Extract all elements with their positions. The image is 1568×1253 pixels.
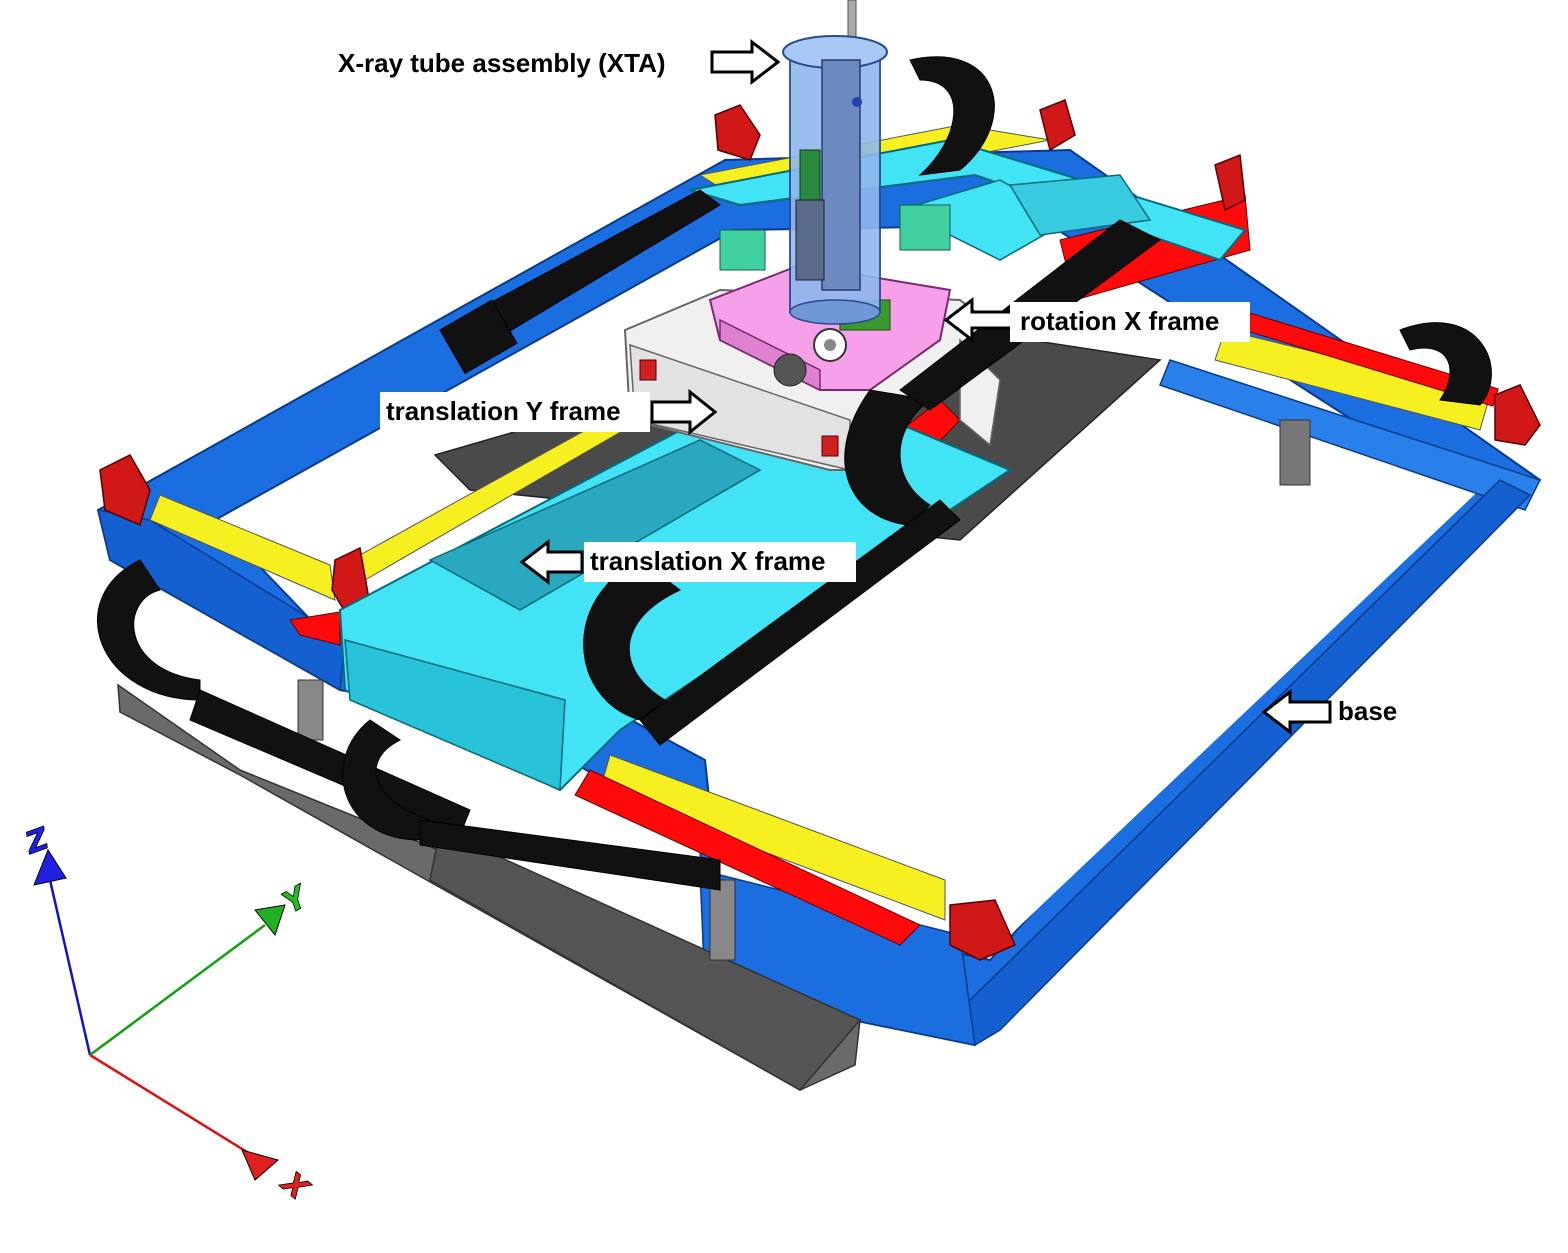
x-axis-line bbox=[89, 1053, 261, 1162]
callout-arrows bbox=[519, 38, 1332, 736]
rotation-x-frame bbox=[708, 204, 952, 392]
label-rotation-x: rotation X frame bbox=[1020, 306, 1219, 336]
callout-labels: X-ray tube assembly (XTA) rotation X fra… bbox=[330, 44, 1404, 732]
y-axis-label: Y bbox=[277, 878, 316, 921]
z-axis-line bbox=[48, 879, 92, 1056]
axis-triad: Z Y X bbox=[20, 821, 317, 1209]
label-translation-y: translation Y frame bbox=[386, 396, 621, 426]
z-axis-arrowhead-icon bbox=[33, 848, 67, 886]
cable-carriers bbox=[97, 56, 1492, 891]
y-axis-arrowhead-icon bbox=[254, 904, 286, 937]
x-axis-arrowhead-icon bbox=[241, 1149, 280, 1181]
translation-x-arrow-icon bbox=[519, 538, 584, 586]
xta-arrow-icon bbox=[710, 38, 781, 86]
label-translation-x: translation X frame bbox=[590, 546, 826, 576]
label-base: base bbox=[1338, 696, 1397, 726]
x-axis-label: X bbox=[273, 1164, 316, 1208]
rotation-x-arrow-icon bbox=[943, 296, 1014, 344]
y-axis-line bbox=[89, 923, 266, 1057]
translation-y-arrow-icon bbox=[650, 388, 718, 436]
base-arrow-icon bbox=[1261, 688, 1332, 736]
label-xta: X-ray tube assembly (XTA) bbox=[338, 48, 666, 78]
xray-tube-assembly bbox=[782, 0, 888, 325]
